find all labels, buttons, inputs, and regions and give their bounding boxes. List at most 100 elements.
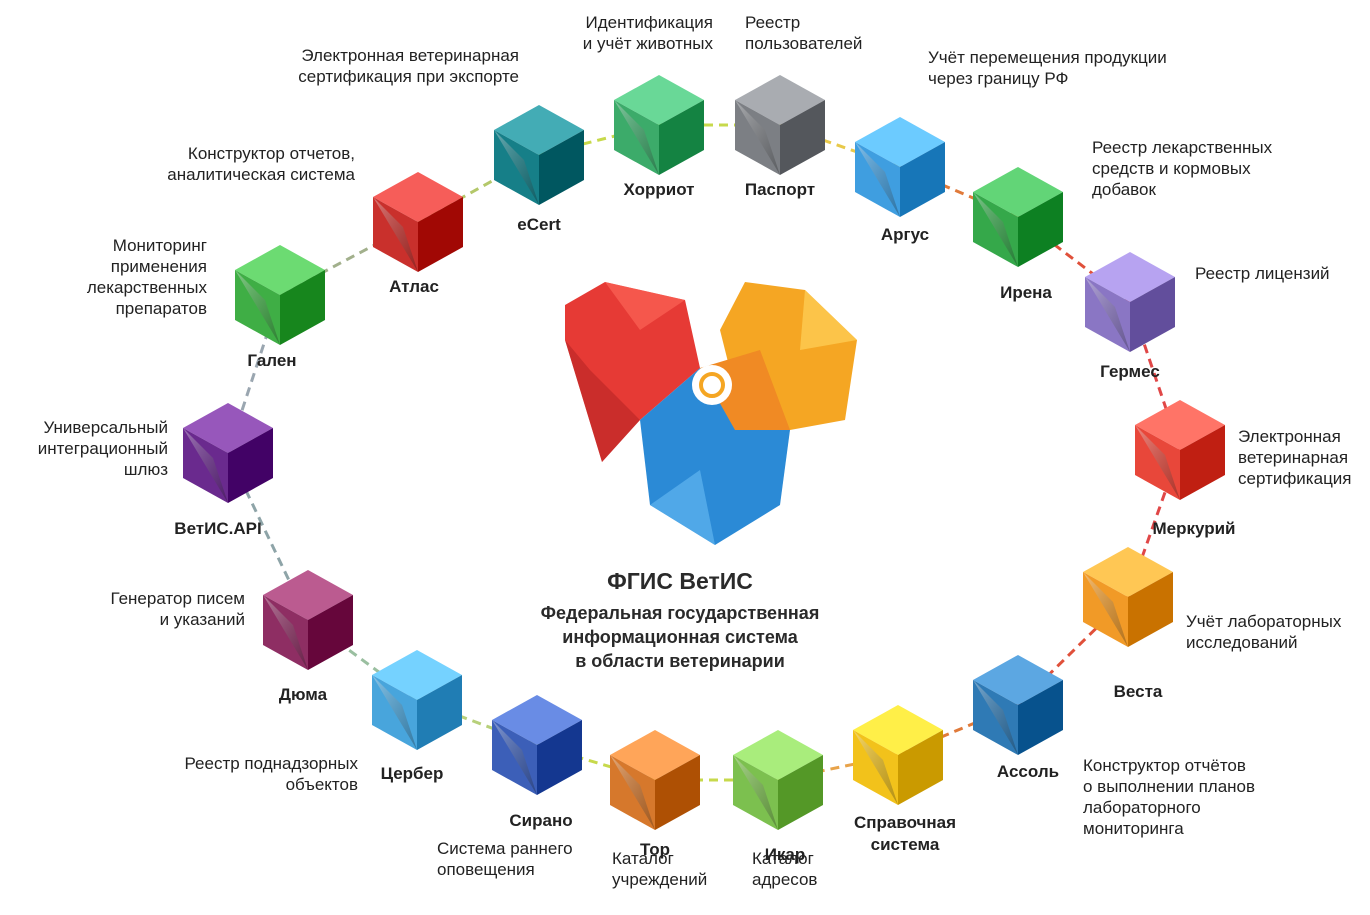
center-title: ФГИС ВетИС: [607, 568, 753, 594]
cube-facet: [853, 730, 898, 805]
cube-face: [537, 720, 582, 795]
cube-facet: [1135, 425, 1180, 500]
description-line: лекарственных: [86, 278, 207, 297]
node-description-horriot: Идентификация и учёт животных: [583, 12, 713, 54]
node-name-merkuriy: Меркурий: [1152, 519, 1235, 538]
cube-irena[interactable]: [973, 167, 1063, 267]
description-line: применения: [110, 257, 207, 276]
description-line: Генератор писем: [110, 589, 245, 608]
cube-face: [1018, 680, 1063, 755]
subtitle-line: информационная система: [562, 627, 798, 647]
description-line: Учёт перемещения продукции: [928, 48, 1167, 67]
cube-facet: [610, 755, 655, 830]
node-name-sirano: Сирано: [509, 811, 572, 830]
cube-face: [655, 755, 700, 830]
description-line: Реестр лицензий: [1195, 264, 1330, 283]
node-name-horriot: Хорриот: [623, 180, 694, 199]
node-name-ecert: eCert: [517, 215, 561, 234]
cube-vesta[interactable]: [1083, 547, 1173, 647]
node-description-duma: Генератор писем и указаний: [111, 588, 245, 630]
cube-assol[interactable]: [973, 655, 1063, 755]
description-line: Конструктор отчётов: [1083, 756, 1246, 775]
description-line: Реестр поднадзорных: [184, 754, 358, 773]
node-description-ikar: Каталог адресов: [752, 848, 817, 890]
node-name-vetis-api: ВетИС.API: [174, 519, 261, 538]
cube-vetis-api[interactable]: [183, 403, 273, 503]
cube-facet: [735, 100, 780, 175]
description-line: о выполнении планов: [1083, 777, 1256, 796]
description-line: Конструктор отчетов,: [187, 144, 355, 163]
node-description-atlas: Конструктор отчетов,аналитическая систем…: [167, 143, 355, 185]
description-line: Каталог: [752, 849, 814, 868]
cube-ikar[interactable]: [733, 730, 823, 830]
cube-face: [898, 730, 943, 805]
description-line: Идентификация: [585, 13, 713, 32]
cube-face: [539, 130, 584, 205]
cube-galen[interactable]: [235, 245, 325, 345]
description-line: исследований: [1186, 633, 1298, 652]
cube-facet: [235, 270, 280, 345]
subtitle-line: Федеральная государственная: [540, 603, 820, 623]
node-name-ikar: Икар: [765, 845, 806, 864]
subtitle-line: в области ветеринарии: [575, 651, 785, 671]
center-subtitle: Федеральная государственная информационн…: [520, 601, 840, 673]
description-line: Реестр лекарственных: [1092, 138, 1273, 157]
cube-horriot[interactable]: [614, 75, 704, 175]
description-line: и указаний: [159, 610, 245, 629]
cube-facet: [494, 130, 539, 205]
cube-face: [659, 100, 704, 175]
node-name-vesta: Веста: [1114, 682, 1163, 701]
node-description-germes: Реестр лицензий: [1195, 263, 1330, 284]
node-name-spravochnaya: Справочная: [854, 813, 956, 832]
cube-facet: [1083, 572, 1128, 647]
connector-line: [279, 220, 419, 297]
cube-sirano[interactable]: [492, 695, 582, 795]
node-name-galen: Гален: [247, 351, 296, 370]
node-name-argus: Аргус: [881, 225, 929, 244]
cube-pasport[interactable]: [735, 75, 825, 175]
cube-facet: [614, 100, 659, 175]
cube-germes[interactable]: [1085, 252, 1175, 352]
cube-face: [780, 100, 825, 175]
cube-atlas[interactable]: [373, 172, 463, 272]
cube-face: [1128, 572, 1173, 647]
cube-merkuriy[interactable]: [1135, 400, 1225, 500]
cube-face: [228, 428, 273, 503]
description-line: и учёт животных: [582, 34, 713, 53]
cube-face: [1180, 425, 1225, 500]
connector-line: [1128, 301, 1182, 451]
cube-tor[interactable]: [610, 730, 700, 830]
node-name-duma: Дюма: [279, 685, 328, 704]
cube-face: [1130, 277, 1175, 352]
description-line: через границу РФ: [928, 69, 1069, 88]
cube-facet: [855, 142, 900, 217]
cube-facet: [492, 720, 537, 795]
description-line: препаратов: [115, 299, 207, 318]
cube-face: [308, 595, 353, 670]
cube-ecert[interactable]: [494, 105, 584, 205]
cube-facet: [973, 680, 1018, 755]
cube-tserber[interactable]: [372, 650, 462, 750]
cube-duma[interactable]: [263, 570, 353, 670]
cube-face: [900, 142, 945, 217]
cube-facet: [183, 428, 228, 503]
description-line: ветеринарная: [1238, 448, 1349, 467]
description-line: Электронная: [1238, 427, 1341, 446]
description-line: шлюз: [123, 460, 168, 479]
cube-face: [1018, 192, 1063, 267]
cube-spravochnaya[interactable]: [853, 705, 943, 805]
description-line: адресов: [752, 870, 818, 889]
vetis-logo: [565, 282, 857, 545]
cube-argus[interactable]: [855, 117, 945, 217]
description-line: Система раннего: [437, 839, 573, 858]
